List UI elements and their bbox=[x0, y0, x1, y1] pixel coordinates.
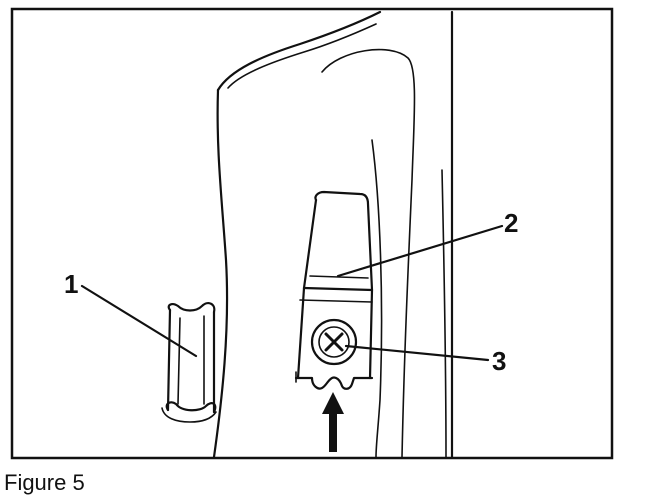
figure-frame bbox=[10, 7, 614, 460]
leader-line-3 bbox=[344, 344, 490, 362]
upward-arrow bbox=[322, 392, 344, 452]
part-3-screw bbox=[310, 318, 358, 366]
leader-line-1 bbox=[80, 284, 198, 358]
callout-label-1: 1 bbox=[64, 269, 78, 299]
callout-label-3: 3 bbox=[492, 346, 506, 376]
callout-label-2: 2 bbox=[504, 208, 518, 238]
leader-line-2 bbox=[336, 224, 504, 278]
pillar-panel bbox=[212, 10, 454, 459]
part-1-hinge bbox=[161, 302, 217, 423]
figure-caption: Figure 5 bbox=[4, 470, 85, 495]
part-2-latch-block bbox=[294, 190, 374, 390]
